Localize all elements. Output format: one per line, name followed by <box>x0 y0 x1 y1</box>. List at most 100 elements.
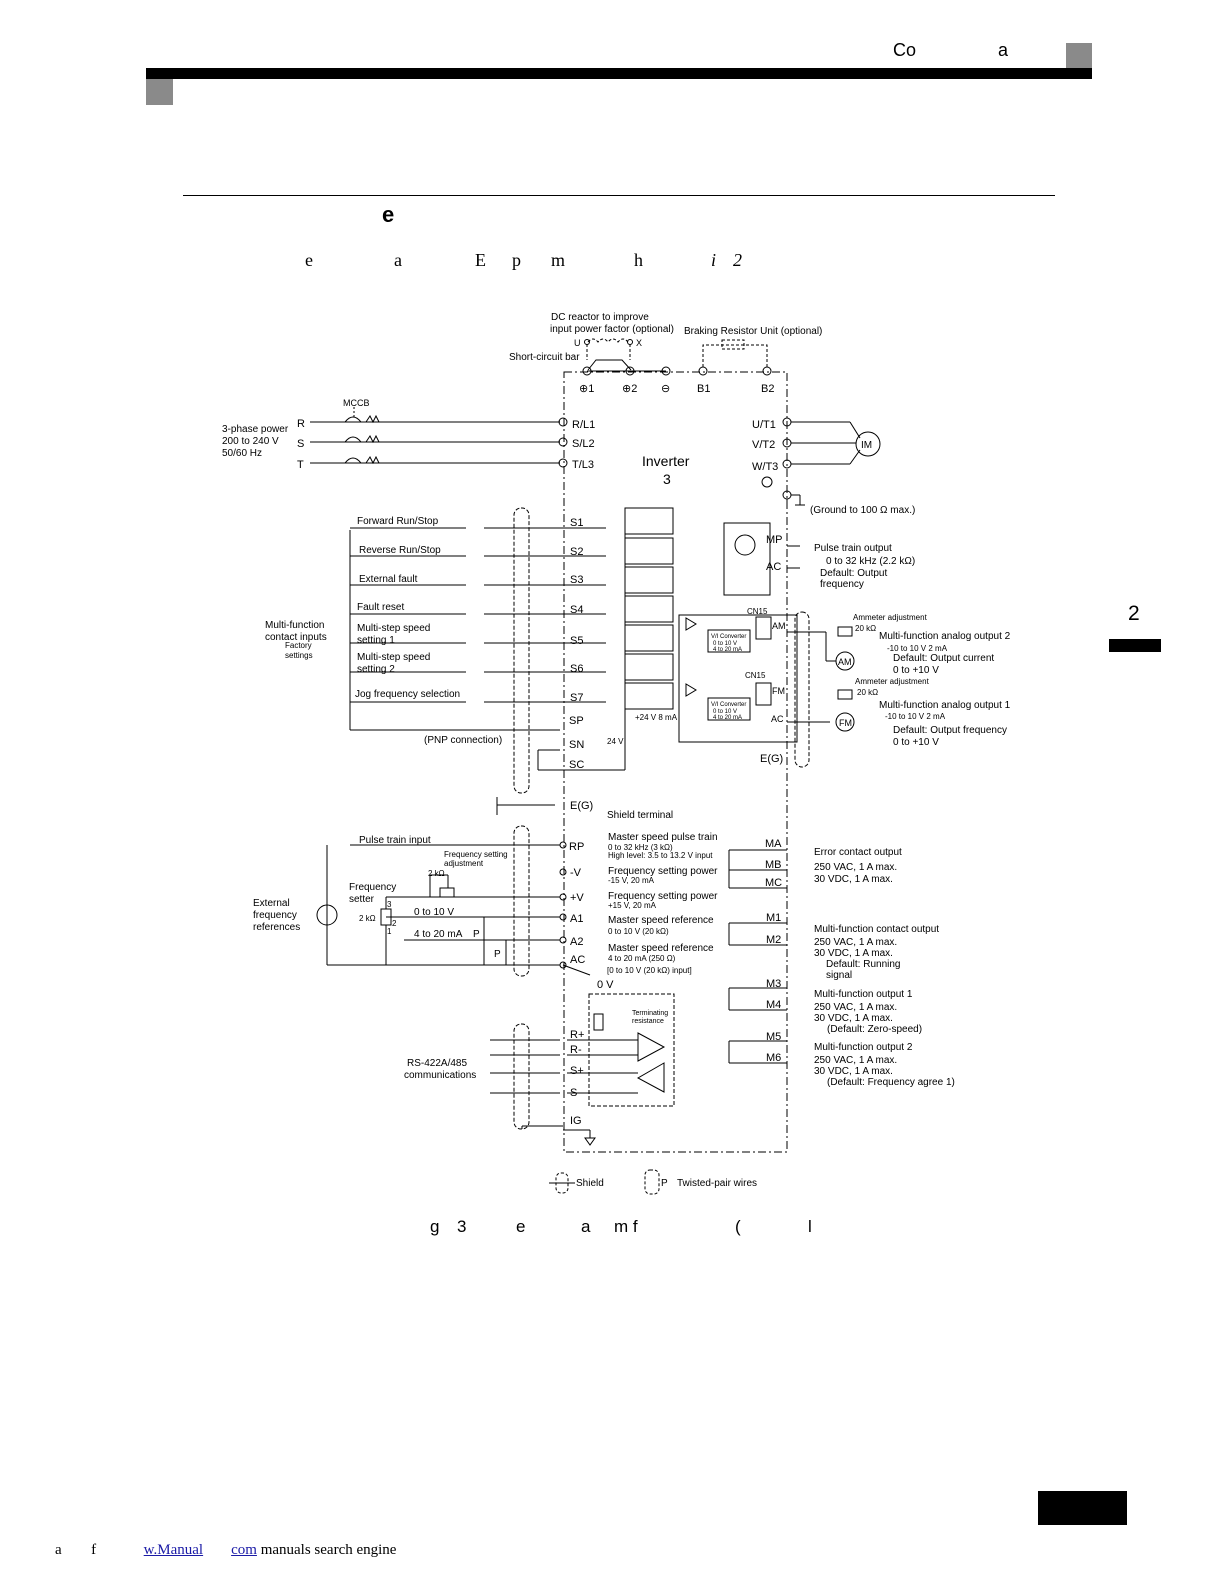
err-out-3: 30 VDC, 1 A max. <box>814 874 893 885</box>
terminal-ac2: AC <box>771 714 784 724</box>
mc-out-5: signal <box>826 970 852 981</box>
ao2-label-1: Multi-function analog output 2 <box>879 631 1011 642</box>
freq-setter-1: Frequency <box>349 882 396 893</box>
rs485-label-2: communications <box>404 1070 476 1081</box>
terminal-m5: M5 <box>766 1031 781 1043</box>
vi-converter-1b: 0 to 10 V <box>713 641 737 647</box>
input-label-s6-2: setting 2 <box>357 664 395 675</box>
motor-label: IM <box>861 440 872 451</box>
intro-fragment: E <box>475 250 486 270</box>
terminal-wt3: W/T3 <box>752 461 778 473</box>
ammeter-adj-1: Ammeter adjustment <box>853 613 928 622</box>
mo1-label-1: Multi-function output 1 <box>814 989 913 1000</box>
terminal-am: AM <box>772 621 786 631</box>
ext-freq-2: frequency <box>253 910 297 921</box>
mo2-label-1: Multi-function output 2 <box>814 1042 913 1053</box>
terminal-rminus: R- <box>570 1044 582 1056</box>
fsa-label-2: adjustment <box>444 859 484 868</box>
terminal-a2: A2 <box>570 936 583 948</box>
terminal-m4: M4 <box>766 999 781 1011</box>
terminal-b2: B2 <box>761 383 774 395</box>
intro-fragment: a <box>394 250 402 270</box>
caption-fragment: e <box>516 1217 526 1236</box>
footer-suffix: manuals search engine <box>260 1542 397 1558</box>
mc-out-4: Default: Running <box>826 959 901 970</box>
terminal-sc: SC <box>569 759 584 771</box>
mo1-label-3: 30 VDC, 1 A max. <box>814 1013 893 1024</box>
mccb-label: MCCB <box>343 398 370 408</box>
mo2-label-2: 250 VAC, 1 A max. <box>814 1055 897 1066</box>
terminal-sl2: S/L2 <box>572 438 595 450</box>
terminal-m1: M1 <box>766 912 781 924</box>
terminal-mb: MB <box>765 859 782 871</box>
mo1-label-2: 250 VAC, 1 A max. <box>814 1002 897 1013</box>
intro-fragment: m <box>551 250 566 270</box>
intro-fragment: i <box>711 250 717 270</box>
pot-pin-1: 1 <box>387 927 392 936</box>
caption-fragment: ( <box>735 1217 741 1236</box>
side-tab-bar <box>1109 639 1161 652</box>
terminal-fm: FM <box>772 686 785 696</box>
rp-desc-2: 0 to 32 kHz (3 kΩ) <box>608 843 673 852</box>
legend-shield: Shield <box>576 1178 604 1189</box>
terminal-u: U <box>574 338 581 348</box>
v24-label: 24 V <box>607 737 624 746</box>
v010-label: 0 to 10 V <box>414 907 454 918</box>
fm-meter: FM <box>839 718 852 728</box>
vi-converter-2c: 4 to 20 mA <box>713 715 742 721</box>
k2b-label: 2 kΩ <box>359 914 376 923</box>
line-t: T <box>297 459 304 471</box>
pnp-label: (PNP connection) <box>424 735 502 746</box>
pv-desc-1: Frequency setting power <box>608 891 718 902</box>
input-label-s5: Multi-step speed <box>357 623 430 634</box>
inverter-number: 3 <box>663 471 671 487</box>
caption-fragment: l <box>808 1217 812 1236</box>
a2-desc-3: [0 to 10 V (20 kΩ) input] <box>607 966 692 975</box>
terminal-rl1: R/L1 <box>572 419 595 431</box>
terminal-m2: M2 <box>766 934 781 946</box>
footer-prefix-f: f <box>91 1542 97 1558</box>
rp-desc-3: High level: 3.5 to 13.2 V input <box>608 851 713 860</box>
a1-desc-2: 0 to 10 V (20 kΩ) <box>608 927 669 936</box>
input-group-label-3: Factory <box>285 641 312 650</box>
mo2-label-3: 30 VDC, 1 A max. <box>814 1066 893 1077</box>
pot-pin-3: 3 <box>387 900 392 909</box>
ma420-label: 4 to 20 mA <box>414 929 463 940</box>
terminal-minus: ⊖ <box>661 383 670 395</box>
terminal-eg-out: E(G) <box>760 753 783 765</box>
mc-out-1: Multi-function contact output <box>814 924 939 935</box>
ao2-label-2: -10 to 10 V 2 mA <box>887 644 948 653</box>
terminal-b1: B1 <box>697 383 710 395</box>
header-corner-block <box>1066 43 1092 69</box>
pulse-in-label: Pulse train input <box>359 835 431 846</box>
terminal-eg: E(G) <box>570 800 593 812</box>
mo1-label-4: (Default: Zero-speed) <box>827 1024 922 1035</box>
terminal-plus2: ⊕2 <box>622 383 637 395</box>
header-left-text: Co <box>893 40 917 60</box>
input-label-s1: Forward Run/Stop <box>357 516 439 527</box>
freq-setter-2: setter <box>349 894 375 905</box>
power-label-1: 3-phase power <box>222 424 289 435</box>
ao2-label-3: Default: Output current <box>893 653 994 664</box>
am-meter: AM <box>838 657 852 667</box>
a1-desc-1: Master speed reference <box>608 915 714 926</box>
input-label-s5-2: setting 1 <box>357 635 395 646</box>
terminal-pv: +V <box>570 892 584 904</box>
input-label-s7: Jog frequency selection <box>355 689 460 700</box>
vi-converter-1: V/I Converter <box>711 634 746 640</box>
ohm-label-2: 20 kΩ <box>857 688 878 697</box>
terminal-mp: MP <box>766 534 783 546</box>
terminal-sp: SP <box>569 715 584 727</box>
a2-desc-1: Master speed reference <box>608 943 714 954</box>
footer-prefix-a: a <box>55 1542 62 1558</box>
legend-p: P <box>661 1178 668 1189</box>
ext-freq-1: External <box>253 898 290 909</box>
intro-fragment: e <box>305 250 313 270</box>
input-group-label-1: Multi-function <box>265 620 324 631</box>
terminal-s4: S4 <box>570 604 583 616</box>
line-r: R <box>297 418 305 430</box>
header-left-block <box>146 79 173 105</box>
err-out-2: 250 VAC, 1 A max. <box>814 862 897 873</box>
